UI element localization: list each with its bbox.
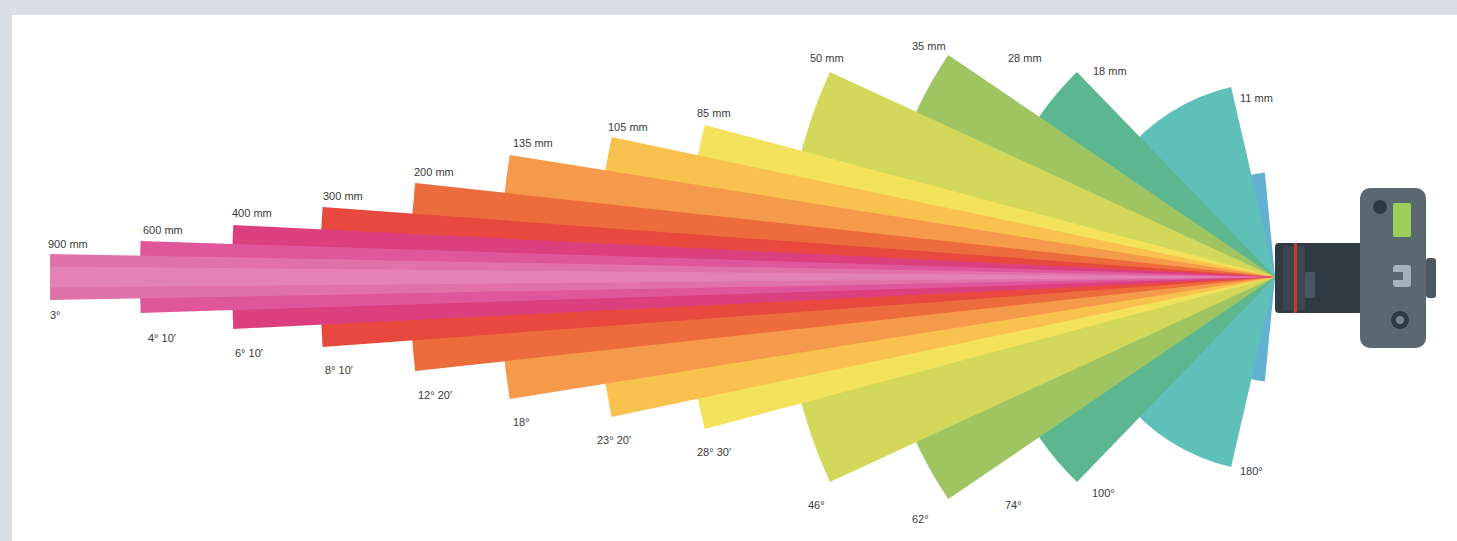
focal-length-label: 135 mm xyxy=(513,137,553,150)
focal-length-label: 35 mm xyxy=(912,40,946,53)
focal-length-label: 28 mm xyxy=(1008,52,1042,65)
angle-label: 8° 10′ xyxy=(325,364,353,377)
focal-length-label: 200 mm xyxy=(414,166,454,179)
focal-length-label: 18 mm xyxy=(1093,65,1127,78)
angle-label: 46° xyxy=(808,499,825,512)
angle-label: 23° 20′ xyxy=(597,434,631,447)
view-wedge xyxy=(50,254,1275,300)
camera-body xyxy=(1360,188,1426,348)
angle-label: 3° xyxy=(50,309,61,322)
camera-wheel-center xyxy=(1396,316,1404,324)
camera-lens xyxy=(1275,243,1367,313)
lens-switch xyxy=(1305,272,1315,298)
camera-screen xyxy=(1393,203,1411,237)
camera-grip xyxy=(1426,258,1436,298)
focal-length-label: 11 mm xyxy=(1240,92,1273,105)
angle-label: 12° 20′ xyxy=(418,389,452,402)
wedge-stripe xyxy=(50,267,1275,288)
angle-label: 74° xyxy=(1005,499,1022,512)
camera-button xyxy=(1393,265,1411,287)
focal-length-label: 900 mm xyxy=(48,238,88,251)
camera-wheel xyxy=(1391,311,1409,329)
focal-length-label: 600 mm xyxy=(143,224,183,237)
view-wedges xyxy=(50,55,1275,499)
camera-icon xyxy=(1275,188,1436,348)
angle-label: 62° xyxy=(912,513,929,526)
focal-length-label: 105 mm xyxy=(608,121,648,134)
angle-label: 180° xyxy=(1240,465,1263,478)
lens-red-ring xyxy=(1294,243,1297,313)
angle-label: 6° 10′ xyxy=(235,347,263,360)
focal-length-label: 85 mm xyxy=(697,107,731,120)
angle-label: 4° 10′ xyxy=(148,332,176,345)
camera-dial xyxy=(1373,200,1387,214)
angle-label: 28° 30′ xyxy=(697,446,731,459)
angle-label: 100° xyxy=(1092,487,1115,500)
angle-label: 18° xyxy=(513,416,530,429)
focal-length-label: 400 mm xyxy=(232,207,272,220)
camera-button-mark xyxy=(1393,272,1403,280)
focal-length-label: 300 mm xyxy=(323,190,363,203)
focal-length-label: 50 mm xyxy=(810,52,844,65)
